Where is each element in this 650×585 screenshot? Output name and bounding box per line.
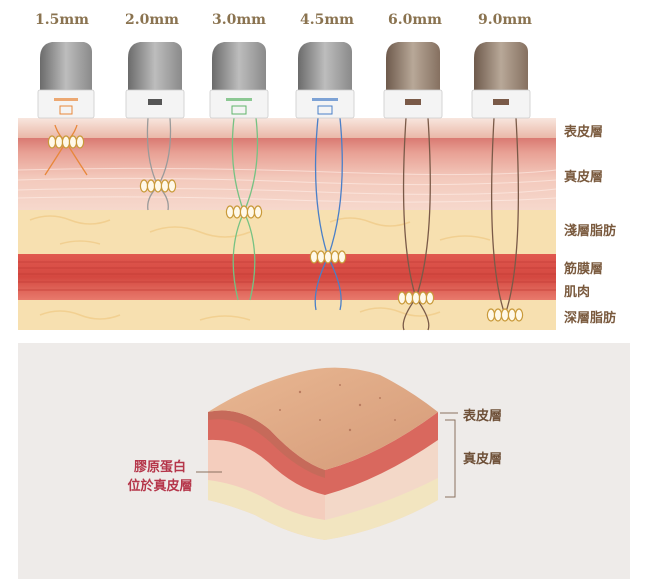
layer-label-superficial-fat: 淺層脂肪 [564,224,617,239]
panel-label-epidermis: 表皮層 [463,409,503,424]
cartridge-9-0mm [471,42,531,119]
depth-label-3-0mm: 3.0mm [212,12,266,28]
deep-fat-band [18,300,556,330]
panel-label-dermis: 真皮層 [463,452,503,467]
muscle-fibers [18,261,556,291]
layer-label-epidermis: 表皮層 [564,125,604,140]
layer-label-muscle: 肌肉 [564,285,591,300]
depth-label-2-0mm: 2.0mm [125,12,179,28]
epidermis-band [18,118,556,138]
depth-label-1-5mm: 1.5mm [35,12,89,28]
focal-point-9-0mm [486,308,524,322]
layer-label-deep-fat: 深層脂肪 [564,311,617,326]
depth-label-4-5mm: 4.5mm [300,12,354,28]
focal-point-6-0mm [397,291,435,305]
depth-label-9-0mm: 9.0mm [478,12,532,28]
skin-pores [279,384,396,432]
dermis-streaks [17,167,557,203]
cartridge-6-0mm [383,42,443,119]
superficial-fat-band [18,210,556,254]
layer-label-dermis: 真皮層 [564,170,604,185]
focal-point-3-0mm [225,205,263,219]
focal-point-4-5mm [309,250,347,264]
deep-fat-texture [39,307,441,321]
skin-layer-diagram [17,42,557,331]
depth-label-6-0mm: 6.0mm [388,12,442,28]
dermis-band [18,138,556,210]
collagen-label-line1: 膠原蛋白 [133,460,186,475]
cartridge-1-5mm [37,42,95,119]
layer-label-fascia: 筋膜層 [564,262,604,277]
beam-lines [44,117,519,331]
collagen-label-line2: 位於真皮層 [127,479,193,494]
focal-point-1-5mm [47,135,85,149]
focal-point-2-0mm [139,179,177,193]
cartridge-4-5mm [295,42,355,119]
cartridge-2-0mm [125,42,185,119]
collagen-label: 膠原蛋白 位於真皮層 [100,458,220,496]
cartridge-3-0mm [209,42,269,119]
